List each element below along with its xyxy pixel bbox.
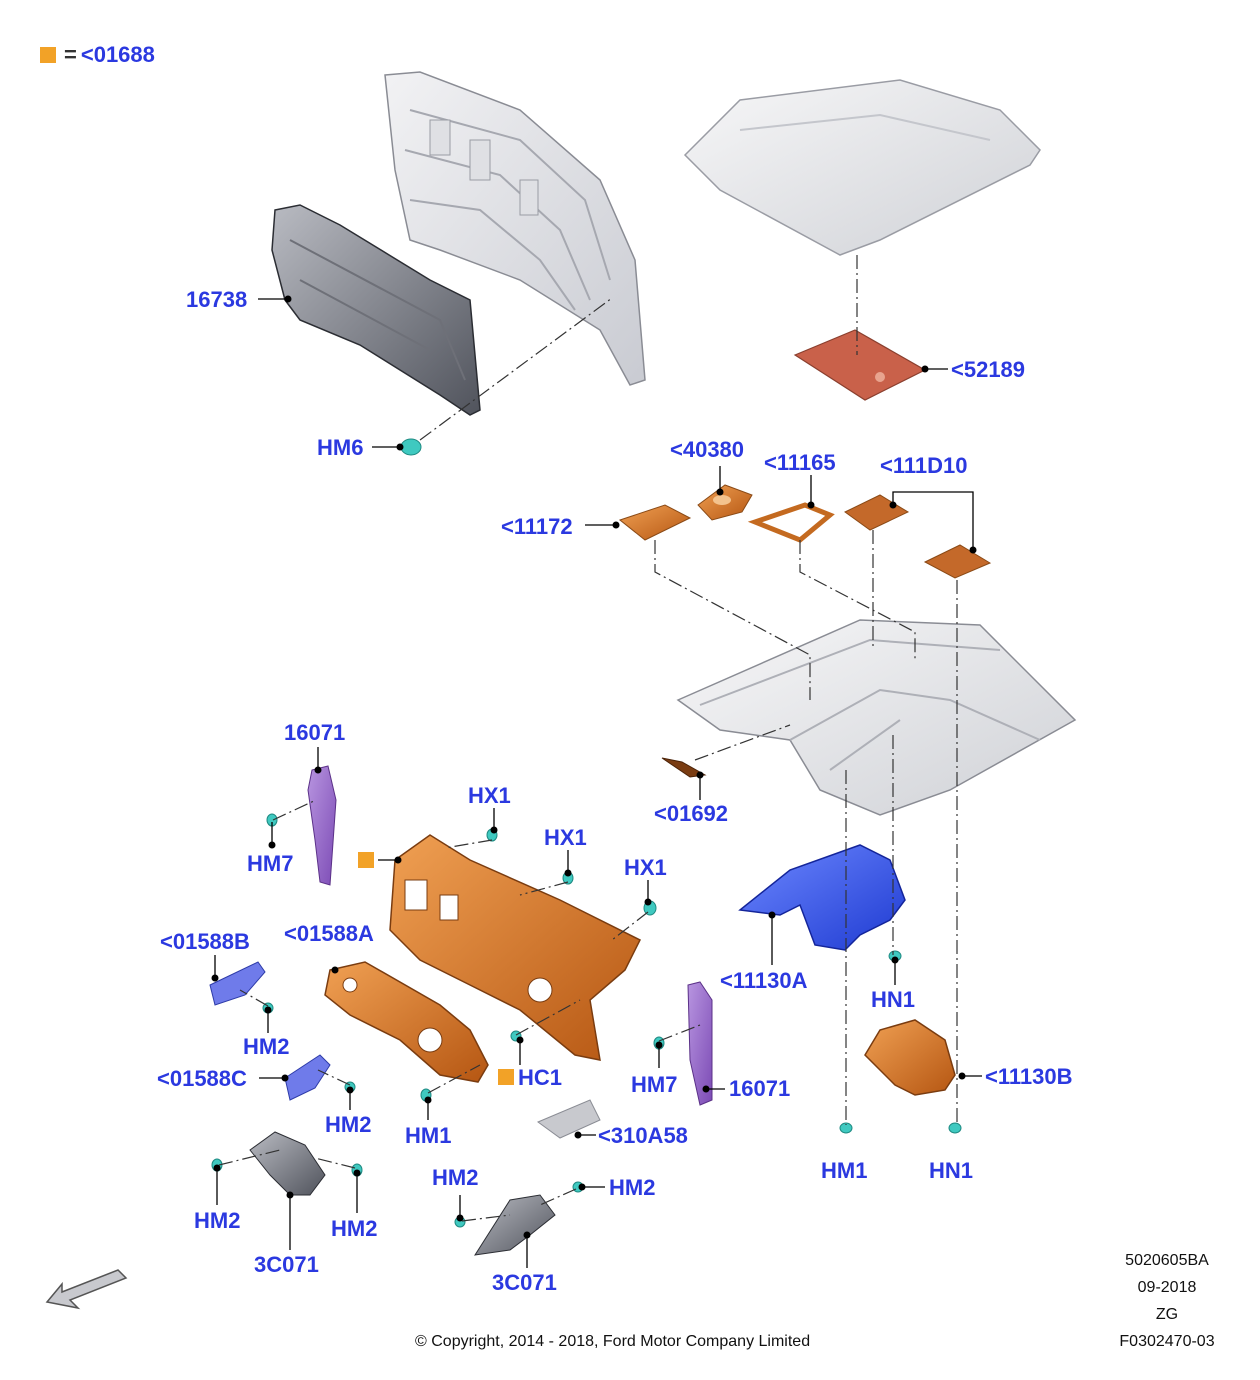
hood-panel [384, 71, 646, 386]
dash-panel-lower-01588a [324, 961, 489, 1083]
label-hx1-b: HX1 [544, 825, 587, 850]
figure-id: F0302470-03 [1119, 1333, 1215, 1350]
label-hc1: HC1 [518, 1065, 563, 1090]
reinforcement-16071-left [307, 765, 337, 886]
bracket-3c071-left [249, 1131, 326, 1196]
label-16738: 16738 [186, 287, 248, 312]
clip-hm6 [400, 438, 422, 456]
legend: = <01688 [40, 42, 155, 68]
marker-square-icon-dash [358, 852, 374, 868]
bracket-11172 [618, 504, 692, 541]
clip-hn1-lower [948, 1122, 962, 1134]
label-hm7-left: HM7 [247, 851, 294, 876]
pad-111d10-a [844, 494, 910, 531]
label-310a58: <310A58 [598, 1123, 688, 1148]
label-hm2-d: HM2 [331, 1216, 378, 1241]
label-01588a: <01588A [284, 921, 374, 946]
label-01588c: <01588C [157, 1066, 247, 1091]
label-hm2-a: HM2 [243, 1034, 290, 1059]
dash-panel-upper [389, 834, 642, 1061]
legend-code: <01688 [80, 42, 155, 67]
label-11172: <11172 [501, 514, 573, 539]
leader-lines [214, 298, 982, 1268]
marker-square-icon-hc1 [498, 1069, 514, 1085]
doc-code: ZG [1155, 1306, 1179, 1323]
legend-equals: = [64, 42, 77, 67]
reinforcement-16071-right [687, 981, 713, 1106]
label-hm2-b: HM2 [325, 1112, 372, 1137]
pad-111d10-b [923, 544, 992, 579]
bracket-11165 [747, 502, 835, 543]
label-111d10: <111D10 [880, 453, 968, 478]
legend-square-icon [40, 47, 56, 63]
bracket-01588c [284, 1054, 331, 1101]
floor-pan [676, 619, 1077, 816]
label-hx1-c: HX1 [624, 855, 667, 880]
label-hm1-left: HM1 [405, 1123, 452, 1148]
wheelhouse-11130b [864, 1019, 956, 1096]
label-01588b: <01588B [160, 929, 250, 954]
label-11165: <11165 [764, 450, 836, 475]
leader-dots [211, 295, 977, 1239]
label-11130b: <11130B [985, 1064, 1073, 1089]
label-3c071-left: 3C071 [254, 1252, 319, 1277]
pad-310a58 [536, 1099, 601, 1139]
wheelhouse-11130a [738, 844, 906, 951]
label-hm7-right: HM7 [631, 1072, 678, 1097]
label-hm1-right: HM1 [821, 1158, 868, 1183]
doc-id: 5020605BA [1125, 1252, 1209, 1269]
label-11130a: <11130A [720, 968, 808, 993]
doc-date: 09-2018 [1137, 1279, 1197, 1296]
roof-panel [683, 79, 1041, 256]
bracket-40380 [697, 484, 753, 521]
pad-01692 [661, 757, 707, 778]
direction-arrow-icon [45, 1269, 128, 1310]
bracket-3c071-right [473, 1194, 556, 1256]
label-01692: <01692 [654, 801, 729, 826]
alignment-lines [218, 255, 958, 1222]
clip-hm1-right [839, 1122, 853, 1134]
label-hm2-c: HM2 [194, 1208, 241, 1233]
bracket-01588b [209, 961, 266, 1006]
label-16071-right: 16071 [729, 1076, 791, 1101]
label-16071-top: 16071 [284, 720, 346, 745]
copyright-text: © Copyright, 2014 - 2018, Ford Motor Com… [415, 1333, 811, 1350]
roof-pad-52189 [793, 329, 927, 401]
label-hm2-f: HM2 [609, 1175, 656, 1200]
label-hm6: HM6 [317, 435, 364, 460]
label-hx1-a: HX1 [468, 783, 511, 808]
label-52189: <52189 [951, 357, 1026, 382]
label-40380: <40380 [670, 437, 745, 462]
label-hn1-lower: HN1 [929, 1158, 974, 1183]
label-3c071-right: 3C071 [492, 1270, 557, 1295]
label-hn1-upper: HN1 [871, 987, 916, 1012]
label-hm2-e: HM2 [432, 1165, 479, 1190]
